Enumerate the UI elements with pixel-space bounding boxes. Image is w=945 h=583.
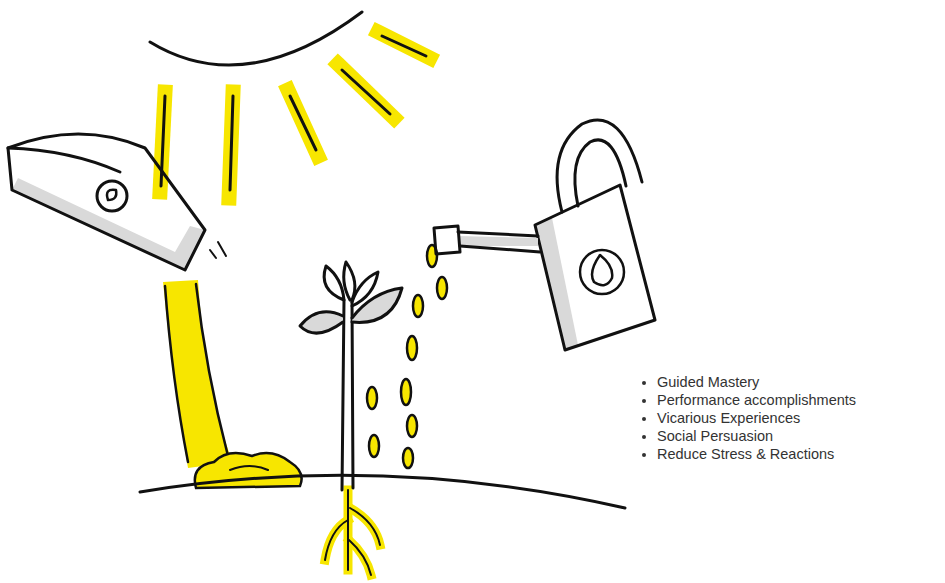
watering-can xyxy=(434,120,655,350)
seedling xyxy=(300,262,402,490)
soil-stream xyxy=(163,280,302,488)
plant-roots xyxy=(325,490,380,575)
bullet-list: Guided MasteryPerformance accomplishment… xyxy=(640,373,856,463)
bullet-item: Performance accomplishments xyxy=(657,391,856,409)
bullet-item: Guided Mastery xyxy=(657,373,856,391)
sun xyxy=(150,12,430,198)
bullet-item: Vicarious Experiences xyxy=(657,409,856,427)
bullet-item: Reduce Stress & Reactions xyxy=(657,445,856,463)
ground-line xyxy=(140,475,625,508)
fertilizer-bag xyxy=(8,134,226,270)
bullet-item: Social Persuasion xyxy=(657,427,856,445)
water-drops xyxy=(367,245,447,468)
